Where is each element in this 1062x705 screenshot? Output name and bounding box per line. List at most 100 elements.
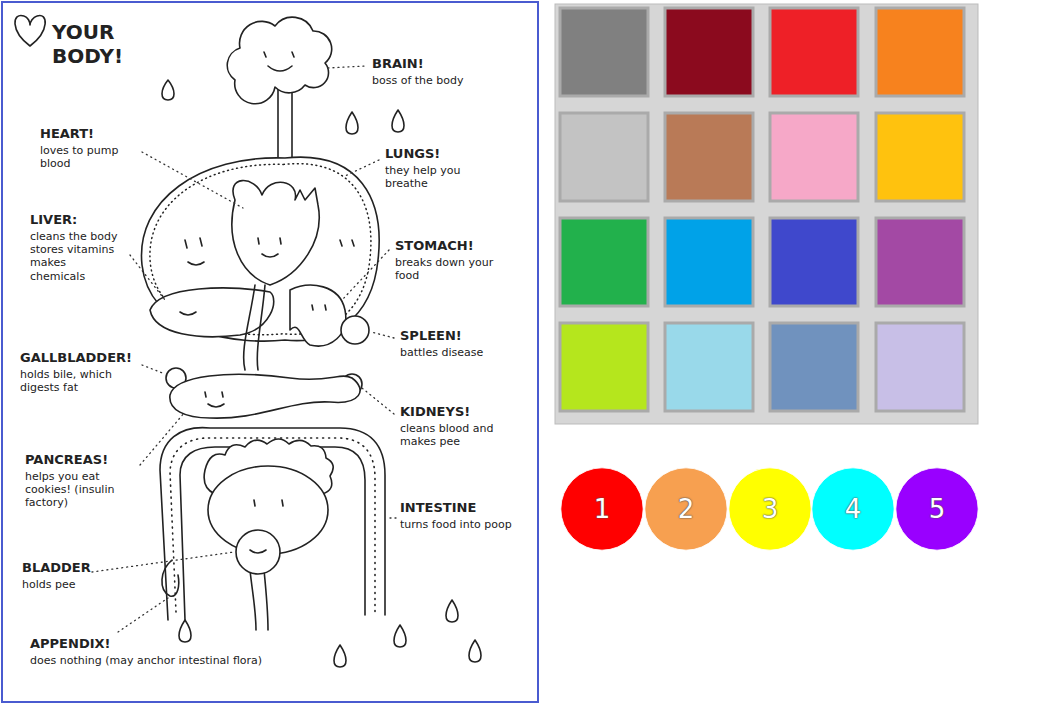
number-circle: 3 <box>728 467 812 551</box>
droplet <box>394 625 406 647</box>
bladder-organ <box>236 530 280 574</box>
color-number: 5 <box>929 494 946 524</box>
color-number: 3 <box>762 494 779 524</box>
heart-face <box>258 238 281 257</box>
color-swatch <box>560 113 648 201</box>
organ-name: PANCREAS! <box>25 452 137 468</box>
leader-line <box>130 255 165 300</box>
lung-face <box>185 238 204 265</box>
organ-note: cleans blood and makes pee <box>400 422 515 448</box>
color-swatch <box>665 8 753 96</box>
leader-line <box>388 517 396 518</box>
stomach-organ <box>290 285 346 346</box>
organ-note: turns food into poop <box>400 518 515 531</box>
number-circle: 2 <box>644 467 728 551</box>
leader-line <box>342 250 389 300</box>
brain-face <box>264 52 294 71</box>
heart-symbol <box>15 15 45 46</box>
number-circle: 4 <box>811 467 895 551</box>
droplet <box>334 645 346 667</box>
leader-line <box>362 388 394 414</box>
organ-note: breaks down your food <box>395 256 510 282</box>
page-frame <box>2 2 538 702</box>
color-swatch <box>876 8 964 96</box>
organ-note: holds pee <box>22 578 122 591</box>
droplet <box>392 110 404 132</box>
esophagus <box>244 285 265 370</box>
brain-outline <box>227 17 331 104</box>
stomach-face <box>312 305 326 310</box>
color-swatch <box>665 323 753 411</box>
organ-name: APPENDIX! <box>30 636 150 652</box>
droplet <box>162 80 174 100</box>
organ-note: does nothing (may anchor intestinal flor… <box>30 654 315 667</box>
droplet <box>469 640 481 662</box>
color-swatch <box>560 218 648 306</box>
leader-line <box>328 66 366 68</box>
spleen-organ <box>341 316 369 344</box>
heart-organ <box>232 181 319 285</box>
color-swatch <box>770 323 858 411</box>
circle-fill <box>561 468 643 550</box>
organ-name: LUNGS! <box>385 146 505 162</box>
organ-name: STOMACH! <box>395 238 520 254</box>
leader-line <box>345 160 379 176</box>
color-swatch <box>876 323 964 411</box>
bladder-face <box>250 550 266 553</box>
color-swatch <box>560 323 648 411</box>
organ-note: they help you breathe <box>385 164 505 190</box>
color-swatch <box>876 218 964 306</box>
organ-note: battles disease <box>400 346 510 359</box>
organ-note: cleans the body stores vitamins makes ch… <box>30 230 122 283</box>
leader-line <box>142 152 243 208</box>
pancreas-face <box>205 392 224 407</box>
lung-face <box>340 240 354 246</box>
circle-fill <box>729 468 811 550</box>
color-palette <box>555 4 978 424</box>
organ-note: helps you eat cookies! (insulin factory) <box>25 470 137 510</box>
color-number: 1 <box>594 494 611 524</box>
color-number: 2 <box>678 494 695 524</box>
organ-name: LIVER: <box>30 212 125 228</box>
organ-name: GALLBLADDER! <box>20 350 140 366</box>
urethra <box>250 570 268 630</box>
droplet <box>446 600 458 622</box>
sac-face <box>254 500 283 506</box>
organ-name: BRAIN! <box>372 56 492 72</box>
leader-line <box>118 598 168 632</box>
circle-fill <box>896 468 978 550</box>
appendix-organ <box>162 560 179 596</box>
organ-note: loves to pump blood <box>40 144 132 170</box>
color-swatch <box>876 113 964 201</box>
circle-fill <box>645 468 727 550</box>
organ-name: KIDNEYS! <box>400 404 520 420</box>
page-title: YOUR BODY! <box>52 20 136 68</box>
color-swatch <box>770 113 858 201</box>
color-swatch <box>770 8 858 96</box>
intestine-dots <box>170 438 375 612</box>
organ-name: INTESTINE <box>400 500 520 516</box>
color-number: 4 <box>845 494 862 524</box>
droplet <box>179 620 191 642</box>
organ-note: boss of the body <box>372 74 512 87</box>
organ-note: holds bile, which digests fat <box>20 368 135 394</box>
number-circle: 5 <box>895 467 979 551</box>
large-intestine <box>160 428 385 620</box>
leader-line <box>371 332 394 338</box>
liver-organ <box>150 288 274 337</box>
leader-line <box>92 552 234 572</box>
palette-ground <box>555 4 978 424</box>
number-circle: 1 <box>560 467 644 551</box>
color-swatch <box>770 218 858 306</box>
circle-fill <box>812 468 894 550</box>
leader-lines <box>92 66 396 632</box>
droplet <box>346 112 358 134</box>
liver-face <box>180 312 196 315</box>
color-swatch <box>665 113 753 201</box>
organ-name: HEART! <box>40 126 135 142</box>
color-swatch <box>665 218 753 306</box>
brain-stem <box>278 86 292 162</box>
organ-name: SPLEEN! <box>400 328 520 344</box>
